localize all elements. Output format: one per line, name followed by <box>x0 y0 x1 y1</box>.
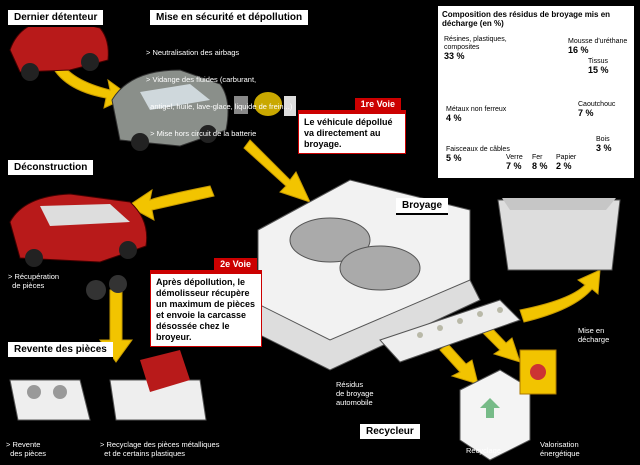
note-valorisation: Valorisation énergétique <box>540 440 580 458</box>
depollution-note: > Neutralisation des airbags <box>146 48 240 57</box>
pie-slice-name: Mousse d'uréthane <box>568 38 628 45</box>
tray-2 <box>109 350 207 421</box>
conveyor <box>379 299 521 363</box>
note-mise-decharge: Mise en décharge <box>578 326 610 344</box>
pie-slice-name: Résines, plastiques, composites <box>444 36 507 51</box>
fuel-can <box>519 349 557 395</box>
pie-slice-value: 2 % <box>556 161 572 171</box>
depollution-note: > Vidange des fluides (carburant, <box>146 75 257 84</box>
shredder <box>249 179 481 371</box>
stage-label-recycleur: Recycleur <box>360 424 420 441</box>
note-residus: Résidus de broyage automobile <box>336 380 374 407</box>
voie-1-text: Le véhicule dépollué va directement au b… <box>304 117 393 149</box>
pie-slice-name: Métaux non ferreux <box>446 106 507 113</box>
car-2 <box>111 69 229 151</box>
voie-1-box: 1re Voie Le véhicule dépollué va directe… <box>298 98 406 154</box>
pie-slice-name: Faisceaux de câbles <box>446 146 510 153</box>
depollution-notes: > Neutralisation des airbags > Vidange d… <box>146 30 292 147</box>
arrow-to-broyage-1 <box>243 139 311 203</box>
voie-1-title: 1re Voie <box>354 98 401 111</box>
recycle-box <box>459 369 531 461</box>
voie-2-text: Après dépollution, le démolisseur récupè… <box>156 277 256 342</box>
tray-1 <box>9 379 91 421</box>
stage-label-broyage: Broyage <box>396 198 449 215</box>
arrow-to-depollution <box>49 59 131 109</box>
pie-slice-name: Verre <box>506 154 523 161</box>
voie-2-box: 2e Voie Après dépollution, le démolisseu… <box>150 258 262 347</box>
arrow-to-recyclage <box>439 343 479 385</box>
pie-slice-value: 15 % <box>588 65 609 75</box>
stage-label-revente: Revente des pièces <box>8 342 113 359</box>
pie-title: Composition des résidus de broyage mis e… <box>442 10 611 28</box>
pie-slice-name: Bois <box>596 136 610 143</box>
pie-slice-value: 8 % <box>532 161 548 171</box>
depollution-note: antigel, huile, lave-glace, liquide de f… <box>146 102 293 111</box>
note-recyclage: Recyclage <box>466 446 502 455</box>
wheels <box>86 275 127 300</box>
pie-slice-name: Caoutchouc <box>578 101 616 108</box>
arrow-to-deconstruction <box>127 185 215 221</box>
stage-label-deconstruction: Déconstruction <box>8 160 94 177</box>
note-recuperation: > Récupération de pièces <box>8 272 60 290</box>
pie-slice-value: 7 % <box>506 161 522 171</box>
pie-panel: Composition des résidus de broyage mis e… <box>438 6 634 178</box>
note-revente: > Revente des pièces <box>6 440 47 458</box>
pie-slice-value: 4 % <box>446 113 462 123</box>
stage-label-mise-en-securite: Mise en sécurité et dépollution <box>150 10 309 27</box>
pie-slice-value: 33 % <box>444 51 465 61</box>
stage-label-dernier-detenteur: Dernier détenteur <box>8 10 104 27</box>
pie-slice-value: 5 % <box>446 153 462 163</box>
barrels <box>234 92 296 116</box>
landfill-bin <box>497 198 621 271</box>
pie-slice-name: Tissus <box>588 58 608 65</box>
depollution-note: > Mise hors circuit de la batterie <box>146 129 257 138</box>
pie-slice-name: Papier <box>556 154 577 161</box>
car-3 <box>9 193 148 267</box>
pie-slice-value: 7 % <box>578 108 594 118</box>
arrow-to-decharge <box>519 269 601 323</box>
note-recyclage-pieces: > Recyclage des pièces métalliques et de… <box>100 440 220 458</box>
car-1 <box>9 17 109 81</box>
voie-2-title: 2e Voie <box>214 258 257 271</box>
pie-slice-name: Fer <box>532 154 543 161</box>
pie-slice-value: 16 % <box>568 45 589 55</box>
pie-slice-value: 3 % <box>596 143 612 153</box>
